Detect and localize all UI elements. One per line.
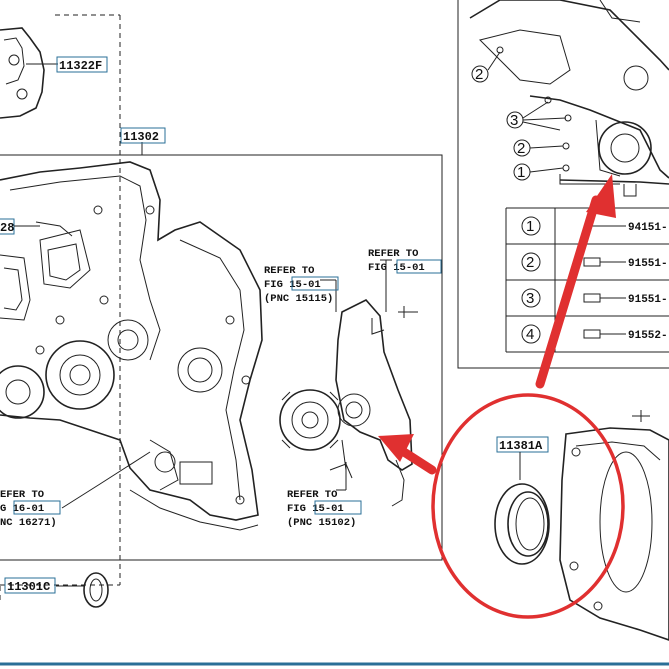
svg-text:NC 16271): NC 16271): [0, 517, 57, 529]
arrow-head-left: [378, 434, 414, 462]
svg-text:2: 2: [517, 140, 525, 157]
oil-pump-drawing: [279, 259, 418, 507]
svg-text:1: 1: [526, 218, 534, 235]
svg-text:11322F: 11322F: [59, 59, 102, 73]
timing-cover-drawing: [0, 161, 263, 531]
refer-note-pnc-15102: REFER TO FIG 15-01 (PNC 15102): [287, 489, 362, 529]
svg-text:3: 3: [526, 290, 534, 307]
svg-text:EFER TO: EFER TO: [0, 489, 44, 501]
refer-note-pnc-16271: EFER TO G 16-01 NC 16271): [0, 451, 151, 529]
refer-note-fig-15-01: REFER TO FIG 15-01: [368, 248, 442, 274]
svg-text:91551-: 91551-: [628, 294, 668, 306]
part-label-11381A: 11381A: [496, 436, 549, 480]
bolt-table: [505, 207, 669, 353]
svg-text:28: 28: [0, 221, 14, 235]
inset-frame: [457, 0, 669, 369]
arrow-to-inset: [535, 195, 601, 389]
seal-retainer-drawing: [559, 410, 669, 641]
svg-text:REFER TO: REFER TO: [287, 489, 337, 501]
svg-text:3: 3: [510, 112, 518, 129]
svg-text:11381A: 11381A: [499, 439, 543, 453]
svg-text:(PNC 15102): (PNC 15102): [287, 517, 356, 529]
svg-text:1: 1: [517, 164, 525, 181]
svg-text:11301C: 11301C: [7, 580, 50, 594]
svg-text:REFER TO: REFER TO: [264, 265, 314, 277]
part-label-28: 28: [0, 218, 40, 235]
bolt-table-row-4: 4 91552-: [521, 324, 668, 344]
svg-text:FIG 15-01: FIG 15-01: [368, 262, 425, 274]
svg-text:4: 4: [526, 326, 534, 343]
svg-text:G 16-01: G 16-01: [0, 503, 44, 515]
svg-text:FIG 15-01: FIG 15-01: [287, 503, 344, 515]
svg-text:2: 2: [526, 254, 534, 271]
bolt-table-row-2: 2 91551-: [521, 252, 668, 272]
svg-text:91551-: 91551-: [628, 258, 668, 270]
arrow-to-pump-shaft: [399, 447, 437, 475]
highlight-circle: [431, 393, 625, 619]
svg-text:(PNC 15115): (PNC 15115): [264, 293, 333, 305]
refer-note-pnc-15115: REFER TO FIG 15-01 (PNC 15115): [264, 265, 339, 305]
part-label-11302: 11302: [120, 127, 166, 144]
svg-text:11302: 11302: [123, 130, 159, 144]
annotation-red: [378, 174, 625, 619]
inset-cover-drawing: [469, 0, 669, 197]
svg-text:REFER TO: REFER TO: [368, 248, 418, 260]
rear-oil-seal-drawing: [494, 483, 550, 565]
bracket-part-drawing: [0, 27, 58, 119]
svg-text:FIG 15-01: FIG 15-01: [264, 279, 321, 291]
svg-text:2: 2: [475, 66, 483, 83]
part-label-11301C: 11301C: [4, 577, 56, 594]
inset-callouts: 2 3 2 1: [471, 51, 567, 181]
svg-text:91552-: 91552-: [628, 330, 668, 342]
bolt-table-row-1: 1 94151-: [521, 216, 668, 236]
main-frame: [0, 154, 443, 561]
arrow-head-up: [586, 174, 616, 218]
bolt-table-row-3: 3 91551-: [521, 288, 668, 308]
part-label-11322F: 11322F: [56, 56, 108, 73]
svg-text:94151-: 94151-: [628, 222, 668, 234]
oil-seal-11301C: [0, 572, 120, 608]
